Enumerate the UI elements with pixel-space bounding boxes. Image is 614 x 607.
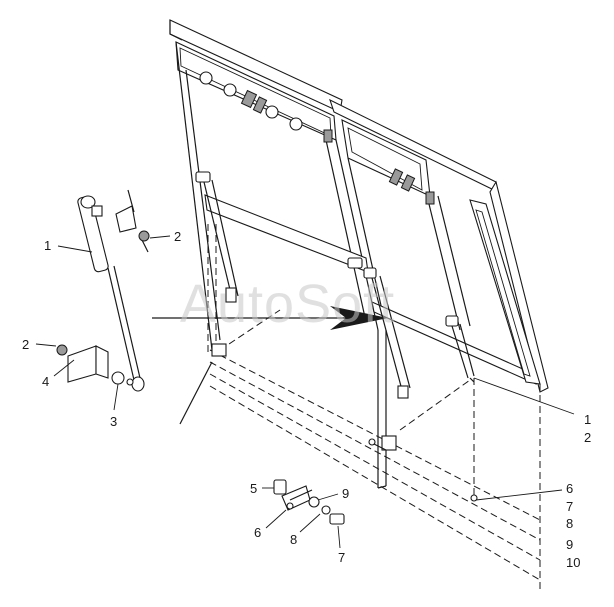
callout-labels: 1 2 2 4 3 1 2 5 9 6 8 7 6 7 8 9 10 xyxy=(22,229,591,570)
callout-2-upper: 2 xyxy=(174,229,181,244)
callout-5: 5 xyxy=(250,481,257,496)
callout-7: 7 xyxy=(338,550,345,565)
gas-strut-exploded xyxy=(56,189,150,392)
hardware-exploded xyxy=(273,438,478,525)
callout-9: 9 xyxy=(342,486,349,501)
callout-2-lower: 2 xyxy=(22,337,29,352)
cab-outline xyxy=(179,224,541,590)
callout-8: 8 xyxy=(290,532,297,547)
callout-10-right: 10 xyxy=(566,555,580,570)
callout-1-strut: 1 xyxy=(44,238,51,253)
callout-6: 6 xyxy=(254,525,261,540)
leader-lines xyxy=(35,235,575,549)
installed-struts xyxy=(195,171,475,399)
callout-7-right: 7 xyxy=(566,499,573,514)
callout-3-washer: 3 xyxy=(110,414,117,429)
callout-4-bracket: 4 xyxy=(42,374,49,389)
assembly-arrow xyxy=(152,306,388,330)
callout-1-right: 1 xyxy=(584,412,591,427)
callout-8-right: 8 xyxy=(566,516,573,531)
callout-6-right: 6 xyxy=(566,481,573,496)
left-hood-panel xyxy=(169,19,379,351)
callout-9-right: 9 xyxy=(566,537,573,552)
right-hood-panel xyxy=(329,98,549,393)
watermark-text: AutoSoft xyxy=(180,274,395,334)
callout-2-right: 2 xyxy=(584,430,591,445)
